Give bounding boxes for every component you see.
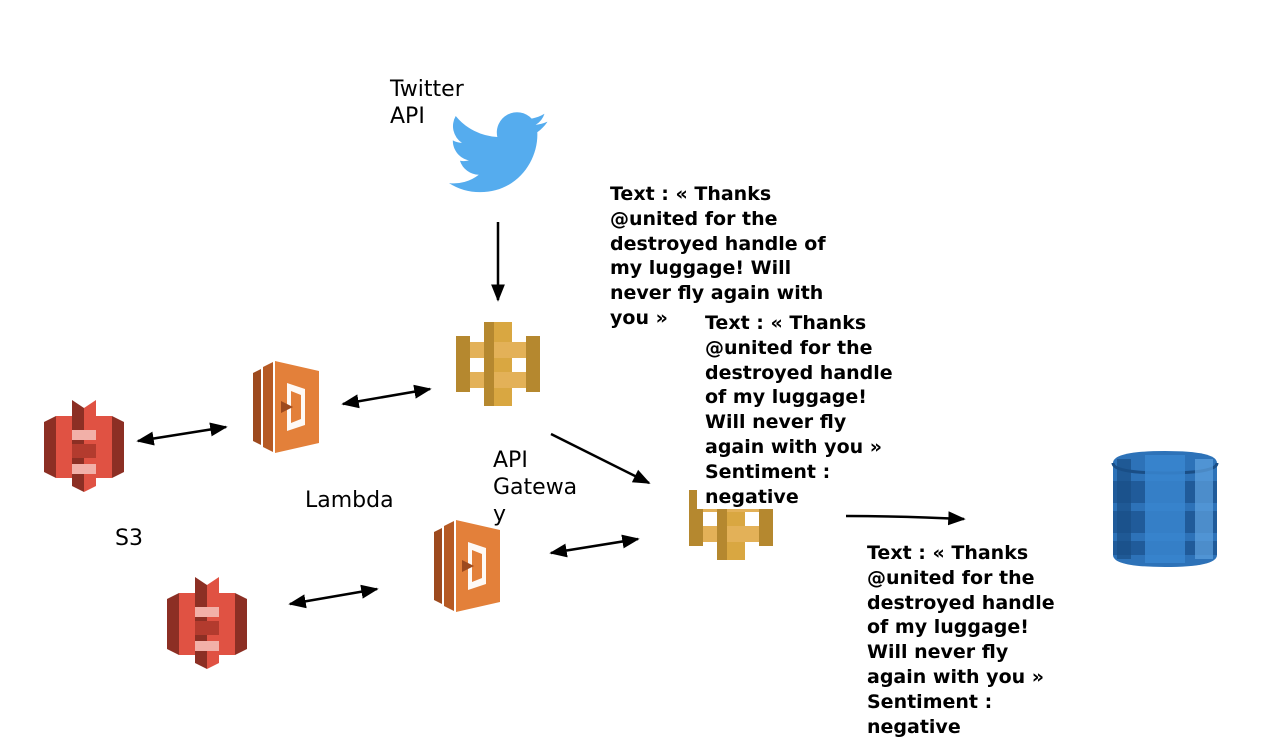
text-backdrop <box>697 313 917 509</box>
twitter-bird-icon <box>449 112 548 193</box>
twitter-api-label: Twitter API <box>390 77 464 129</box>
tweet-text-with-sentiment: Text : « Thanks @united for the destroye… <box>705 312 893 508</box>
architecture-diagram <box>44 112 1219 669</box>
aws-api-gateway-icon <box>456 322 540 406</box>
aws-s3-bucket-icon <box>44 400 124 492</box>
aws-lambda-icon <box>253 361 319 453</box>
aws-s3-bucket-icon-2 <box>167 577 247 669</box>
tweet-text-raw: Text : « Thanks @united for the destroye… <box>610 183 826 329</box>
arrow-gateway2-to-dynamodb <box>845 511 966 526</box>
lambda-label: Lambda <box>305 488 394 513</box>
api-gateway-label: API Gatewa y <box>493 448 578 527</box>
aws-lambda-icon-2 <box>434 520 500 612</box>
s3-label: S3 <box>115 526 143 551</box>
arrow-s3-lambda <box>136 422 228 446</box>
arrow-gateway-to-gateway2 <box>550 432 651 485</box>
tweet-text-stored: Text : « Thanks @united for the destroye… <box>867 542 1055 738</box>
aws-dynamodb-icon <box>1111 451 1219 567</box>
arrow-lambda2-gateway2 <box>549 534 640 558</box>
arrow-s3b-lambda2 <box>288 584 379 609</box>
arrow-lambda-gateway <box>341 384 432 409</box>
